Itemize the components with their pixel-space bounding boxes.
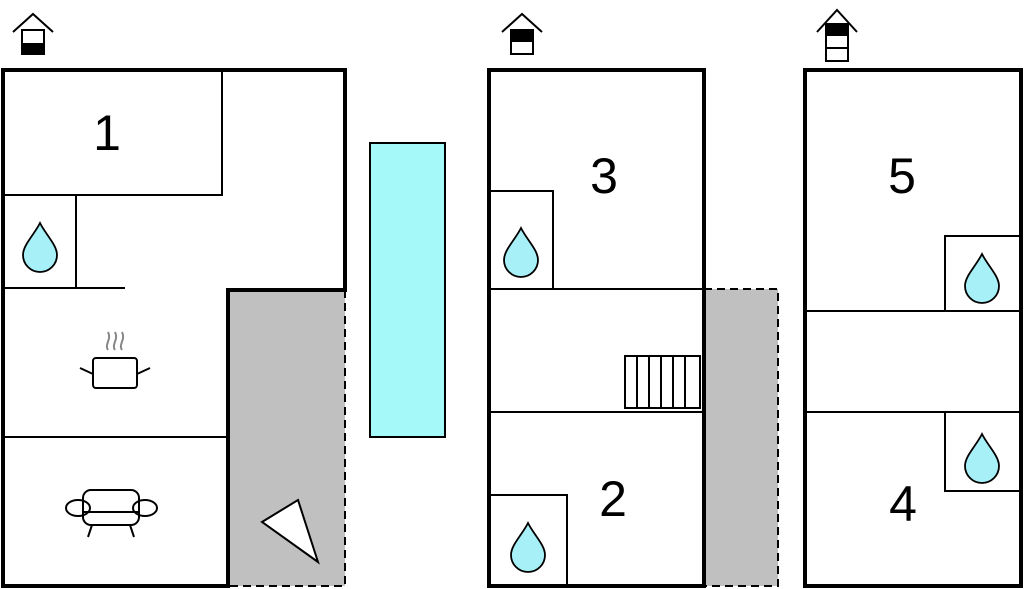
cooking-pot-icon [79,331,151,389]
room-label: 4 [889,476,917,532]
pool [369,142,446,438]
terrace [704,289,778,586]
house-floor-icon [816,8,858,62]
sofa-icon [65,489,158,538]
room-label: 3 [590,148,618,204]
house-floor-icon [501,12,543,55]
stairs-icon [624,355,701,409]
water-drop-icon [964,433,1000,484]
room-label: 2 [599,471,627,527]
terrace [228,290,345,586]
water-drop-icon [22,222,58,273]
water-drop-icon [503,227,539,278]
room-label: 1 [93,105,121,161]
compass-icon [260,498,320,565]
water-drop-icon [510,522,546,573]
room-label: 5 [888,148,916,204]
house-floor-icon [12,12,54,55]
first-floor: 3 2 [487,68,779,588]
ground-floor: 1 [1,68,347,588]
water-drop-icon [964,253,1000,304]
second-floor: 5 4 [803,68,1023,588]
